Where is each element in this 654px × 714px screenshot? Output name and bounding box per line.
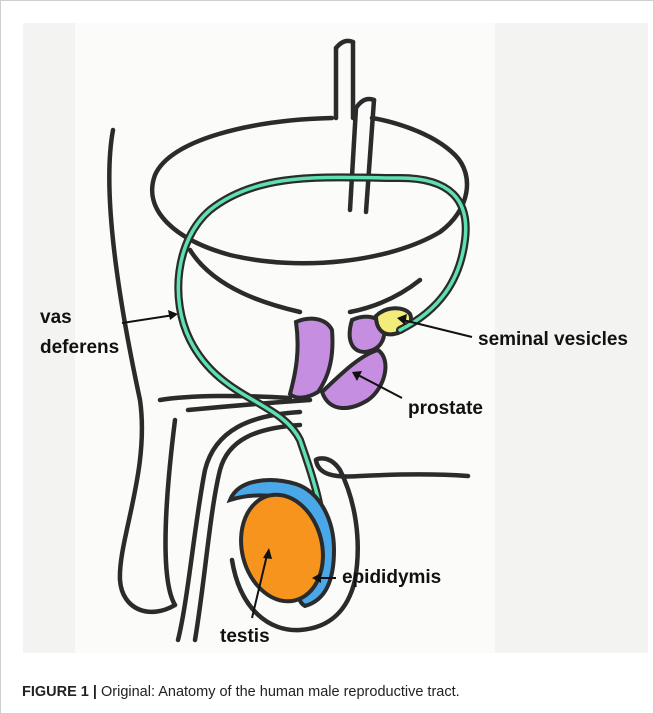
- bladder-outline: [152, 118, 467, 263]
- ureter-left-cap: [336, 41, 353, 48]
- figure-caption: FIGURE 1 | Original: Anatomy of the huma…: [22, 684, 460, 700]
- label-vas-deferens-line1: vas: [40, 306, 72, 329]
- label-seminal-vesicles: seminal vesicles: [478, 328, 628, 351]
- pelvic-inner-curve-right: [350, 280, 420, 312]
- caption-figure-label: FIGURE 1 |: [22, 684, 97, 700]
- penis-shaft-left: [166, 420, 175, 605]
- label-epididymis: epididymis: [342, 566, 441, 589]
- penis-outer-top: [160, 396, 290, 400]
- arrow-seminal-vesicles: [403, 320, 472, 337]
- caption-text: Original: Anatomy of the human male repr…: [97, 684, 460, 700]
- label-vas-deferens-line2: deferens: [40, 336, 119, 359]
- arrow-vas-deferens: [122, 315, 174, 323]
- label-testis: testis: [220, 625, 270, 648]
- ureters: [336, 41, 374, 212]
- ureter-left-tube: [336, 42, 353, 118]
- label-prostate: prostate: [408, 397, 483, 420]
